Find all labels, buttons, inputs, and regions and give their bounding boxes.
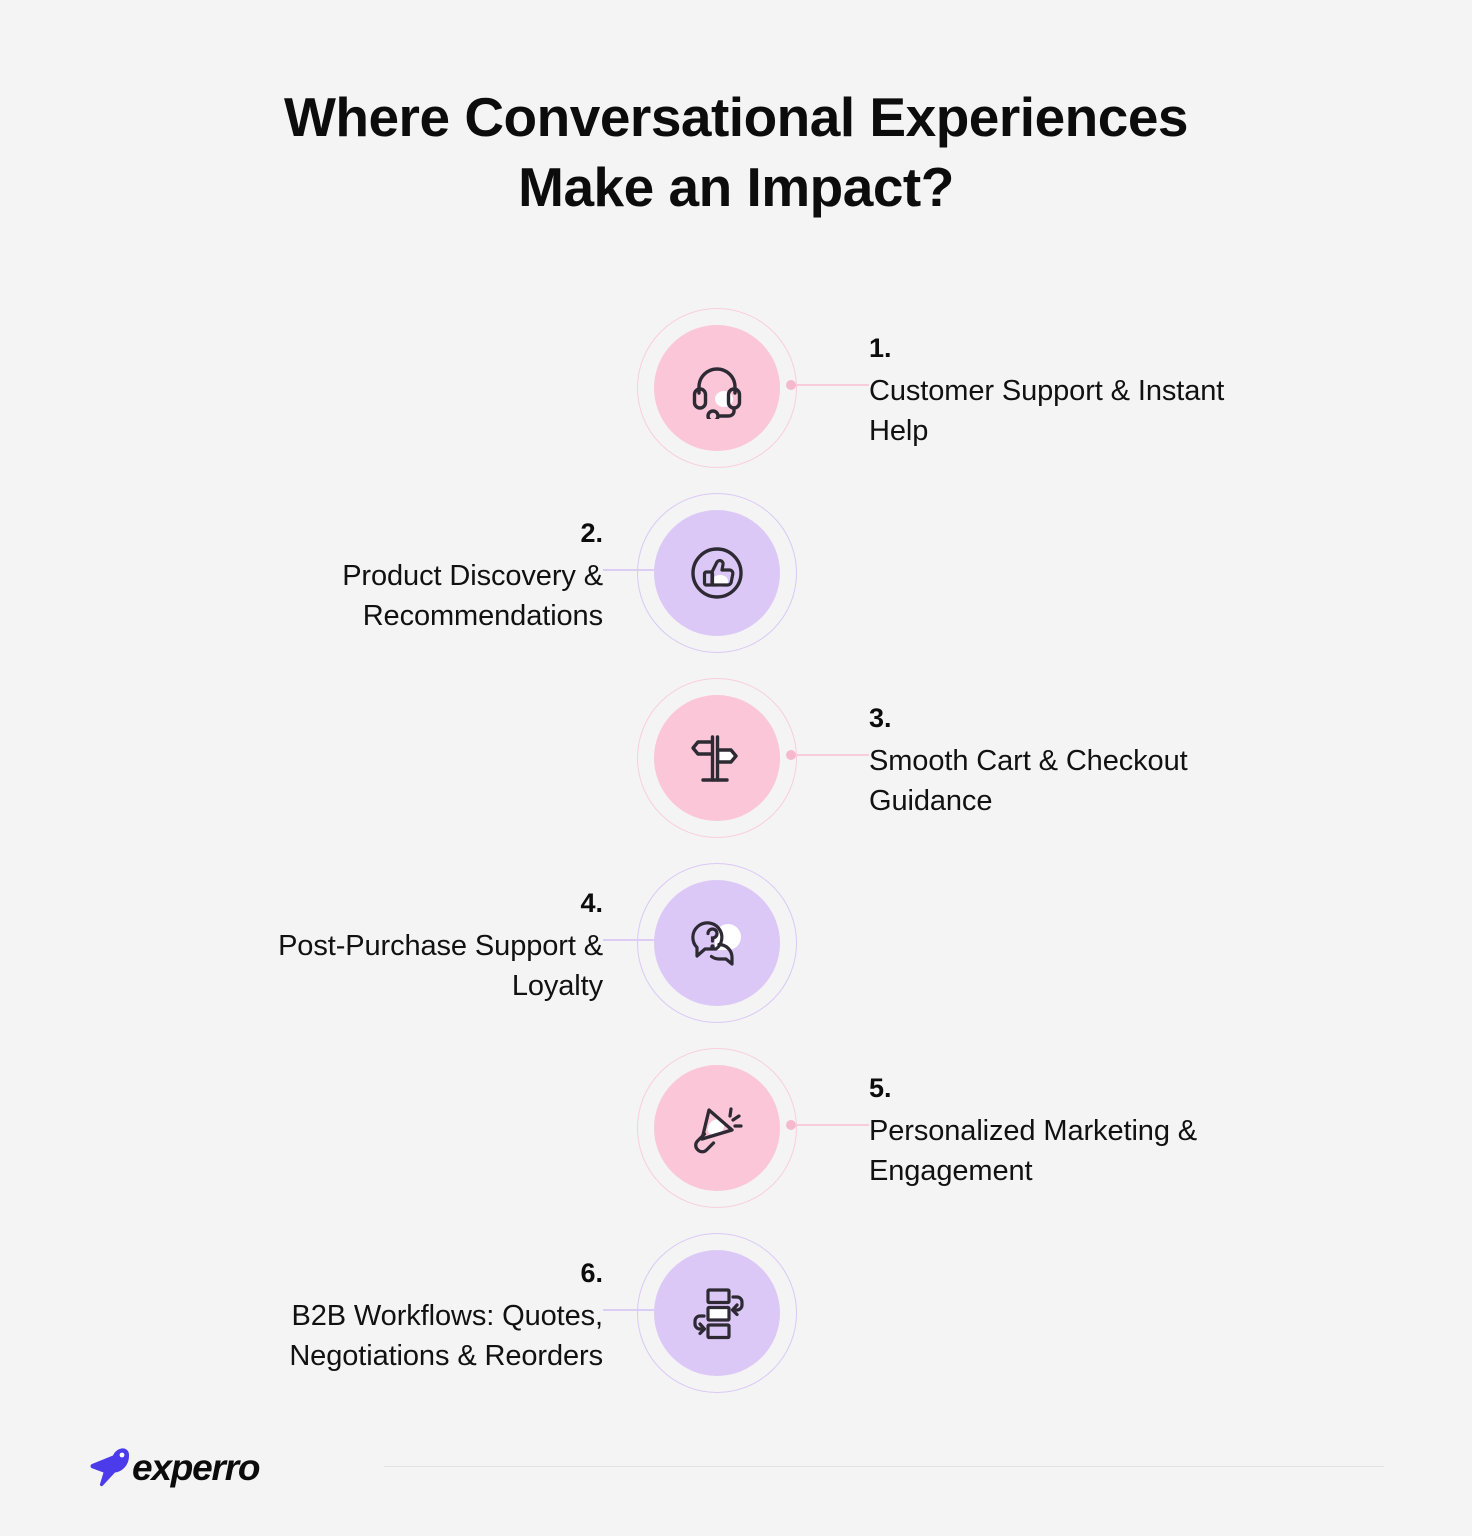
page-title-line-2: Make an Impact? bbox=[518, 156, 954, 219]
icon-badge-disc bbox=[654, 1250, 780, 1376]
list-item-text: 3. Smooth Cart & Checkout Guidance bbox=[869, 700, 1289, 821]
list-item: 5. Personalized Marketing & Engagement bbox=[0, 1040, 1472, 1225]
icon-badge-disc bbox=[654, 880, 780, 1006]
list-item-text: 2. Product Discovery & Recommendations bbox=[183, 515, 603, 636]
list-item-label: B2B Workflows: Quotes, Negotiations & Re… bbox=[289, 1300, 603, 1372]
megaphone-icon bbox=[694, 1107, 743, 1154]
icon-badge-ring bbox=[637, 863, 797, 1023]
icon-badge bbox=[637, 308, 797, 468]
connector-line bbox=[786, 380, 869, 390]
icon-badge bbox=[637, 678, 797, 838]
connector-line bbox=[786, 750, 869, 760]
list-item-text: 4. Post-Purchase Support & Loyalty bbox=[183, 885, 603, 1006]
list-item-number: 5. bbox=[869, 1073, 892, 1103]
icon-badge-disc bbox=[654, 695, 780, 821]
list-item-text: 6. B2B Workflows: Quotes, Negotiations &… bbox=[183, 1255, 603, 1376]
experro-logo-text: experro bbox=[132, 1446, 261, 1488]
question-chat-bubbles-icon bbox=[691, 921, 741, 966]
list-item: 1. Customer Support & Instant Help bbox=[0, 300, 1472, 485]
list-item-number: 4. bbox=[580, 888, 603, 918]
connector-stroke bbox=[791, 754, 869, 756]
footer: experro bbox=[88, 1444, 1384, 1490]
icon-badge-disc bbox=[654, 1065, 780, 1191]
signpost-icon bbox=[691, 735, 738, 782]
icon-badge bbox=[637, 493, 797, 653]
list-item-label: Product Discovery & Recommendations bbox=[342, 560, 603, 632]
page-title: Where Conversational Experiences Make an… bbox=[0, 82, 1472, 223]
thumbs-up-icon bbox=[691, 547, 743, 599]
page-title-line-1: Where Conversational Experiences bbox=[283, 86, 1189, 148]
list-item: 4. Post-Purchase Support & Loyalty bbox=[0, 855, 1472, 1040]
list-item-text: 5. Personalized Marketing & Engagement bbox=[869, 1070, 1289, 1191]
connector-line bbox=[786, 1120, 869, 1130]
icon-badge-ring bbox=[637, 1048, 797, 1208]
connector-stroke bbox=[791, 384, 869, 386]
list-item-text: 1. Customer Support & Instant Help bbox=[869, 330, 1289, 451]
bird-icon bbox=[90, 1448, 129, 1487]
impact-areas-list: 1. Customer Support & Instant Help 2. Pr… bbox=[0, 300, 1472, 1410]
list-item-number: 2. bbox=[580, 518, 603, 548]
icon-badge bbox=[637, 863, 797, 1023]
icon-badge-disc bbox=[654, 325, 780, 451]
icon-badge-ring bbox=[637, 493, 797, 653]
footer-divider bbox=[384, 1466, 1384, 1467]
list-item-label: Customer Support & Instant Help bbox=[869, 375, 1225, 447]
list-item-number: 6. bbox=[580, 1258, 603, 1288]
list-item-label: Smooth Cart & Checkout Guidance bbox=[869, 745, 1188, 817]
icon-badge bbox=[637, 1233, 797, 1393]
workflow-icon bbox=[693, 1288, 744, 1340]
list-item-label: Personalized Marketing & Engagement bbox=[869, 1115, 1198, 1187]
list-item-number: 1. bbox=[869, 333, 892, 363]
icon-badge-disc bbox=[654, 510, 780, 636]
list-item: 6. B2B Workflows: Quotes, Negotiations &… bbox=[0, 1225, 1472, 1410]
list-item-label: Post-Purchase Support & Loyalty bbox=[278, 930, 603, 1002]
icon-badge-ring bbox=[637, 308, 797, 468]
connector-stroke bbox=[791, 1124, 869, 1126]
icon-badge bbox=[637, 1048, 797, 1208]
list-item: 2. Product Discovery & Recommendations bbox=[0, 485, 1472, 670]
icon-badge-ring bbox=[637, 678, 797, 838]
list-item: 3. Smooth Cart & Checkout Guidance bbox=[0, 670, 1472, 855]
experro-logo[interactable]: experro bbox=[88, 1444, 261, 1490]
headset-icon bbox=[692, 367, 742, 419]
list-item-number: 3. bbox=[869, 703, 892, 733]
icon-badge-ring bbox=[637, 1233, 797, 1393]
